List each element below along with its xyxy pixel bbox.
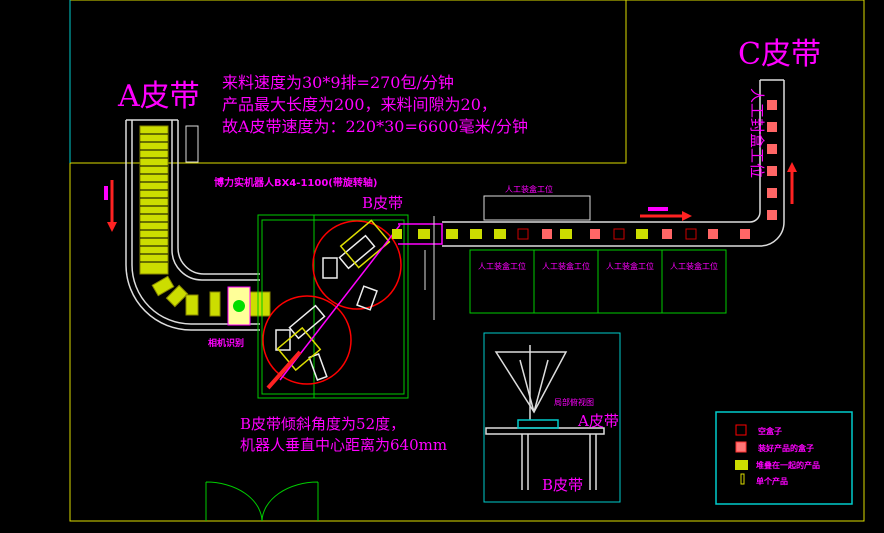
- c-belt-title: C皮带: [738, 37, 821, 72]
- legend-item: 空盒子: [758, 426, 782, 436]
- detail-title: 局部俯视图: [554, 397, 594, 407]
- packing-conveyor: [442, 79, 785, 247]
- door-symbol: [205, 481, 319, 522]
- a-belt-title: A皮带: [117, 79, 200, 114]
- detail-b-belt: B皮带: [542, 476, 583, 494]
- robot-1-reach: [312, 220, 402, 310]
- empty-box-icon: [735, 424, 747, 436]
- robot-1: [322, 219, 391, 311]
- legend-item: 装好产品的盒子: [757, 443, 814, 453]
- packing-conveyor-items: [446, 100, 777, 240]
- robot-work-area: [257, 214, 409, 399]
- manual-station-4: 人工装盒工位: [670, 261, 718, 271]
- b-belt-end: [398, 223, 443, 245]
- manual-sealing-label: 人工封盒工位: [748, 88, 766, 178]
- legend-item: 单个产品: [756, 476, 788, 486]
- b-belt-note-1: B皮带倾斜角度为52度，: [240, 415, 405, 433]
- detail-a-belt: A皮带: [577, 412, 619, 430]
- single-product-icon: [740, 473, 745, 485]
- spec-line-2: 产品最大长度为200，来料间隙为20，: [222, 95, 497, 114]
- b-belt-title: B皮带: [362, 194, 403, 212]
- spec-line-3: 故A皮带速度为：220*30=6600毫米/分钟: [222, 117, 528, 136]
- manual-packing-stations: [469, 249, 727, 314]
- detail-robot: [485, 345, 605, 490]
- filled-box-icon: [735, 441, 747, 453]
- manual-top-label: 人工装盒工位: [505, 184, 553, 194]
- a-belt: [125, 119, 260, 331]
- b-belt-note-2: 机器人垂直中心距离为640mm: [240, 436, 447, 454]
- legend-item: 堆叠在一起的产品: [756, 460, 820, 470]
- outer-frame: [69, 0, 865, 522]
- robot-label: 博力实机器人BX4-1100(带旋转轴): [214, 176, 377, 189]
- spec-line-1: 来料速度为30*9排=270包/分钟: [222, 73, 454, 92]
- manual-station-1: 人工装盒工位: [478, 261, 526, 271]
- robot-2-reach: [262, 295, 352, 385]
- camera-label: 相机识别: [208, 337, 244, 349]
- manual-station-2: 人工装盒工位: [542, 261, 590, 271]
- curve-products: [151, 275, 271, 317]
- detail-view-frame: [483, 332, 621, 503]
- legend: 空盒子 装好产品的盒子 堆叠在一起的产品 单个产品: [715, 411, 853, 505]
- manual-top-station: [483, 195, 591, 221]
- a-belt-motor: [185, 125, 199, 163]
- manual-station-3: 人工装盒工位: [606, 261, 654, 271]
- b-belt-pointer-arrow: [266, 350, 302, 390]
- a-belt-marker: [104, 186, 108, 200]
- camera-icon: [233, 300, 245, 312]
- stacked-product-icon: [735, 460, 748, 470]
- a-belt-products: [139, 125, 169, 275]
